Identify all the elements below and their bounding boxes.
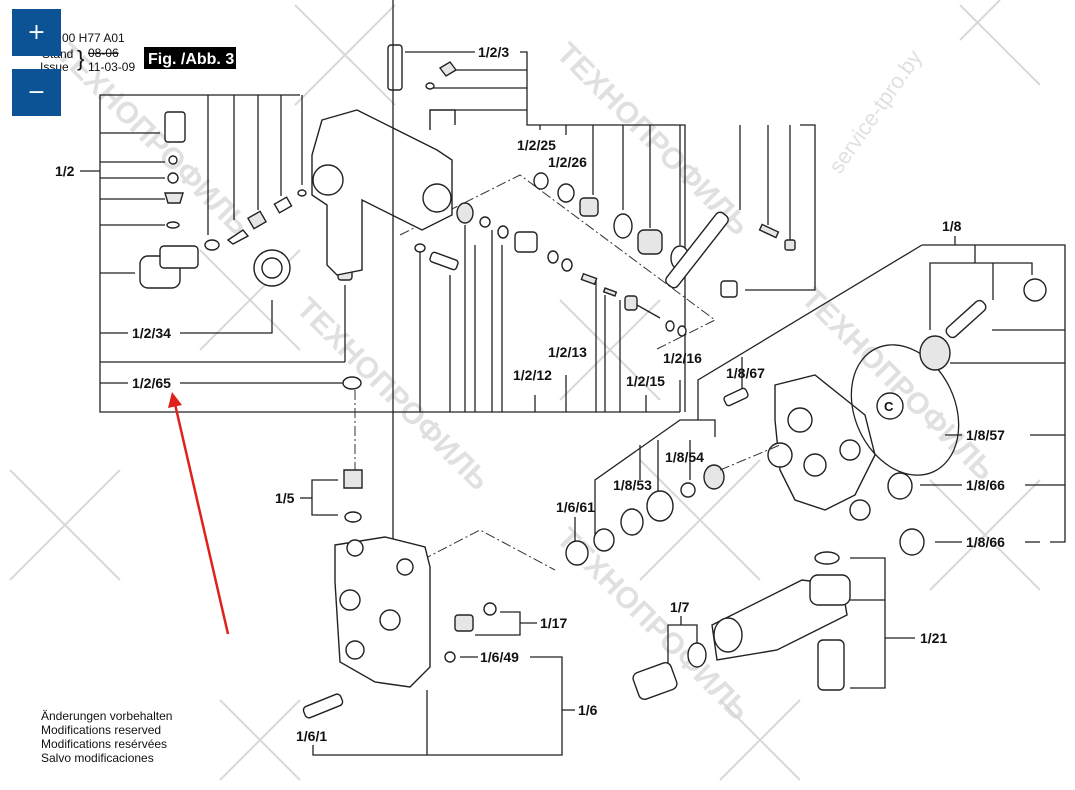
- callout-1-6-1: 1/6/1: [296, 728, 327, 744]
- plus-icon: +: [27, 20, 46, 45]
- callout-1-2-15: 1/2/15: [626, 373, 665, 389]
- brace: }: [77, 46, 84, 71]
- figure-label-bg: [144, 47, 236, 69]
- callout-1-2-16: 1/2/16: [663, 350, 702, 366]
- zoom-out-button[interactable]: −: [12, 69, 61, 116]
- group-1-8: C 1/8 1/8/67 1/8/57 1/8/66 1/8/66 1/8/54…: [556, 218, 1066, 566]
- callout-1-8: 1/8: [942, 218, 962, 234]
- watermark-text: service-tpro.by: [824, 45, 927, 178]
- callout-1-5: 1/5: [275, 490, 295, 506]
- callout-1-2-13: 1/2/13: [548, 344, 587, 360]
- callout-1-8-67: 1/8/67: [726, 365, 765, 381]
- callout-1-8-66a: 1/8/66: [966, 477, 1005, 493]
- callout-1-8-54: 1/8/54: [665, 449, 704, 465]
- doc-number: 00 H77 A01: [62, 31, 125, 45]
- annotation-arrow: [168, 392, 230, 635]
- callout-1-17: 1/17: [540, 615, 567, 631]
- callout-1-2-3: 1/2/3: [478, 44, 509, 60]
- stand-date: 08-06: [88, 46, 119, 60]
- callout-1-8-66b: 1/8/66: [966, 534, 1005, 550]
- callout-1-8-53: 1/8/53: [613, 477, 652, 493]
- callout-1-6: 1/6: [578, 702, 598, 718]
- callout-1-2-65: 1/2/65: [132, 375, 171, 391]
- callout-1-8-57: 1/8/57: [966, 427, 1005, 443]
- disclaimer-en: Modifications reserved: [41, 723, 162, 737]
- minus-icon: −: [27, 80, 46, 105]
- zoom-in-button[interactable]: +: [12, 9, 61, 56]
- callout-1-7: 1/7: [670, 599, 690, 615]
- group-1-6: 1/5 1/17 1/6/49 1/6 1/6/1: [275, 0, 598, 756]
- disclaimer-de: Änderungen vorbehalten: [41, 709, 173, 723]
- group-1-7-1-21: 1/7 1/21: [632, 551, 947, 701]
- callout-1-2: 1/2: [55, 163, 75, 179]
- callout-1-21: 1/21: [920, 630, 947, 646]
- issue-date: 11-03-09: [88, 60, 135, 74]
- disclaimer-fr: Modifications resérvées: [41, 737, 168, 751]
- parts-group-1-2: [139, 44, 796, 390]
- group-1-2-frame: [80, 51, 816, 413]
- callouts-1-2: 1/2 1/2/3 1/2/25 1/2/26 1/2/34 1/2/65 1/…: [55, 44, 702, 391]
- disclaimer-es: Salvo modificaciones: [41, 751, 154, 765]
- callout-1-2-26: 1/2/26: [548, 154, 587, 170]
- callout-1-2-25: 1/2/25: [517, 137, 556, 153]
- mark-c: C: [884, 399, 894, 414]
- callout-1-2-12: 1/2/12: [513, 367, 552, 383]
- figure-label: Fig. /Abb. 3: [148, 51, 234, 68]
- callout-1-6-61: 1/6/61: [556, 499, 595, 515]
- callout-1-6-49: 1/6/49: [480, 649, 519, 665]
- callout-1-2-34: 1/2/34: [132, 325, 171, 341]
- disclaimer-footer: Änderungen vorbehalten Modifications res…: [41, 709, 172, 765]
